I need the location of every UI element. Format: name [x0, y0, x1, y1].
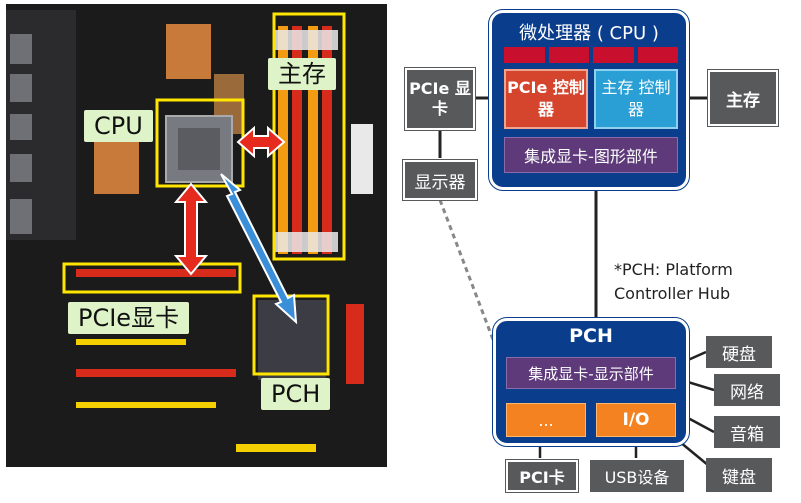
cpu-block: 微处理器 ( CPU ) PCIe 控制器 主存 控制器 集成显卡-图形部件	[488, 9, 690, 191]
cache-cell	[593, 47, 634, 63]
keyboard-box: 键盘	[706, 458, 772, 492]
pch-ellipsis-box: ...	[506, 403, 586, 437]
cpu-block-title: 微处理器 ( CPU )	[519, 23, 659, 44]
photo-label-cpu: CPU	[84, 110, 153, 142]
pch-note: *PCH: Platform Controller Hub	[614, 260, 733, 303]
cache-cell	[548, 47, 589, 63]
pcie-graphics-card-box: PCIe 显卡	[404, 67, 476, 131]
speaker-box: 音箱	[714, 416, 780, 448]
usb-device-box: USB设备	[590, 460, 684, 492]
pch-block: PCH 集成显卡-显示部件 ... I/O	[492, 317, 690, 447]
integrated-graphics-box: 集成显卡-图形部件	[504, 137, 678, 173]
photo-label-pch: PCH	[261, 378, 331, 410]
integrated-display-box: 集成显卡-显示部件	[506, 357, 676, 389]
pch-io-box: I/O	[596, 403, 676, 437]
memory-controller-box: 主存 控制器	[594, 69, 678, 129]
pci-card-box: PCI卡	[505, 459, 579, 493]
main-memory-box: 主存	[707, 69, 779, 127]
photo-label-pcie: PCIe显卡	[68, 302, 190, 334]
network-box: 网络	[714, 374, 780, 406]
cache-cell	[504, 47, 545, 63]
hard-disk-box: 硬盘	[706, 336, 772, 368]
pcie-controller-box: PCIe 控制器	[504, 69, 588, 129]
display-monitor-box: 显示器	[402, 159, 478, 201]
cache-cell	[637, 47, 678, 63]
cpu-cache-strip	[504, 47, 678, 63]
photo-label-memory: 主存	[268, 58, 336, 90]
pch-block-title: PCH	[569, 325, 613, 347]
motherboard-photo: CPU 主存 PCIe显卡 PCH	[6, 4, 387, 467]
